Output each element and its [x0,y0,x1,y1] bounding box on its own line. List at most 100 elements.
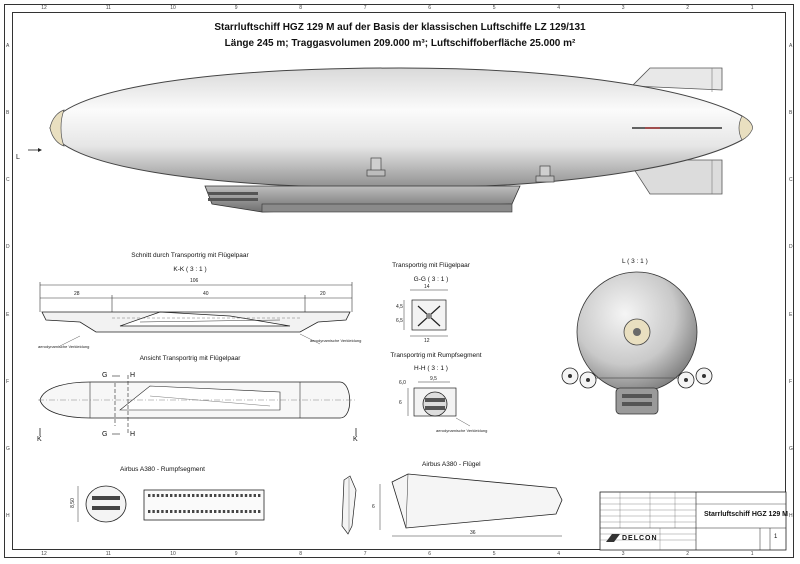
fuselage-window [178,494,182,497]
engine-wheel-left-inner [579,371,597,389]
fuselage-window [253,510,256,513]
fuselage-window [249,510,252,513]
frame-right-letter: A [789,42,793,49]
fuselage-window [214,494,217,497]
fuselage-window [192,494,195,497]
fuselage-window [218,510,221,513]
frame-top-number: 4 [557,5,561,11]
frame-bottom-number: 10 [170,551,176,557]
frame-left-letter: A [6,42,10,49]
fuselage-window [196,510,199,513]
fuselage-window [236,510,239,513]
frame-right-letter: C [789,177,793,184]
section-kk-view-label: K-K ( 3 : 1 ) [173,266,207,273]
frame-left-letter: B [6,109,10,116]
frame-bottom-number: 7 [363,551,367,557]
fuselage-window [183,494,186,497]
delcon-logo-mark [606,534,620,542]
top-view-caption: Ansicht Transportrig mit Flügelpaar [139,355,241,362]
fuselage-window [222,510,226,513]
frame-bottom-number: 9 [234,551,238,557]
fuselage-window [231,494,234,497]
fuselage-window [170,510,173,513]
frame-right-letter: E [789,311,793,318]
section-gg-view-label: G-G ( 3 : 1 ) [413,276,449,283]
fuselage-window [236,494,239,497]
fuselage-window [152,494,155,497]
a380-fuselage-caption: Airbus A380 - Rumpfsegment [120,466,205,473]
fuselage-window [244,510,248,513]
section-marker-l: L [16,154,20,161]
fuselage-window [183,510,186,513]
frame-right-letter: F [789,378,793,385]
section-kk-caption: Schnitt durch Transportrig mit Flügelpaa… [131,252,249,259]
engine-pod-rear [535,165,555,183]
fuselage-window [148,510,151,513]
frame-right-letter: H [789,513,793,520]
fuselage-window [214,510,217,513]
fuselage-window [244,494,248,497]
fuselage-window [178,510,182,513]
frame-top-number: 10 [170,5,176,11]
fuselage-window [156,510,160,513]
fuselage-window [227,494,230,497]
fuselage-window [222,494,226,497]
marker-g-top: G [102,372,108,379]
frame-bottom-number: 4 [557,551,561,557]
engine-wheel-right-outer [695,367,713,385]
marker-k-right: K [353,436,358,443]
frame-top-number: 12 [41,5,47,11]
frame-left-letter: C [6,177,10,184]
title-block-company: DELCON [622,535,658,542]
frame-left-letter: H [6,513,10,520]
hh-dim-top: 9,5 [430,376,437,382]
fuselage-window [205,494,208,497]
section-hh-view-label: H-H ( 3 : 1 ) [414,365,448,372]
frame-right-letter: B [789,109,793,116]
frame-bottom-number: 3 [621,551,625,557]
fuselage-window [240,494,243,497]
fuselage-window [240,510,243,513]
fuselage-window [187,494,190,497]
kk-dim-right: 20 [320,291,326,297]
fuselage-window [218,494,221,497]
a380-wing-caption: Airbus A380 - Flügel [422,461,481,468]
frame-bottom-number: 6 [428,551,432,557]
a380-wing-dim-height: 6 [372,504,375,510]
frame-top-number: 1 [750,5,754,11]
drawing-frame-inner [12,12,786,550]
frame-top-number: 5 [492,5,496,11]
marker-h-bottom: H [130,431,136,438]
drawing-frame-outer [4,4,794,558]
frame-bottom-number: 11 [105,551,111,557]
kk-note-right: aerodynamische Verkleidung [310,338,362,343]
fuselage-window-row-lower [148,510,261,513]
kk-note-left: aerodynamische Verkleidung [38,344,90,349]
fuselage-window [148,494,151,497]
frame-bottom-number: 8 [299,551,303,557]
fuselage-window [156,494,160,497]
fuselage-window [258,494,261,497]
frame-top-number: 8 [299,5,303,11]
frame-top-number: 6 [428,5,432,11]
title-block-drawing-title: Starrluftschiff HGZ 129 M [704,511,789,518]
hh-dim-left-1: 6,0 [399,380,406,386]
tail-cap [738,115,753,141]
frame-top-number: 3 [621,5,625,11]
view-l-label: L ( 3 : 1 ) [622,258,648,265]
section-hh-caption: Transportrig mit Rumpfsegment [390,352,482,359]
frame-bottom-number: 1 [750,551,754,557]
fuselage-window [200,494,204,497]
kk-dim-middle: 40 [203,291,209,297]
hh-dim-left-2: 6 [399,400,402,406]
fuselage-window [174,494,177,497]
frame-bottom-number: 2 [686,551,690,557]
section-gg-caption: Transportrig mit Flügelpaar [392,262,470,269]
fuselage-window-row-upper [148,494,261,497]
